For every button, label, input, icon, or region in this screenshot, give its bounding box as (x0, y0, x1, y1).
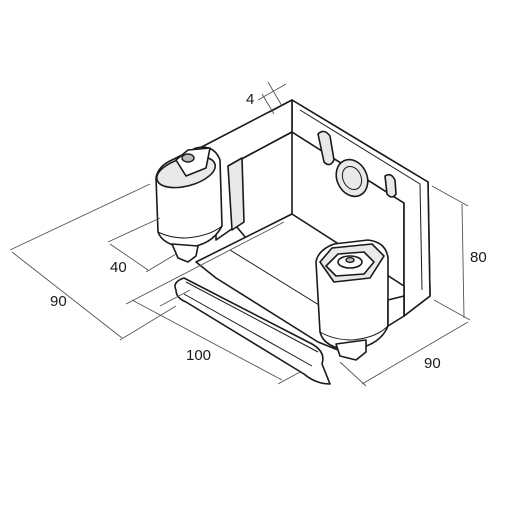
dimension-roller-offset: 40 (107, 217, 177, 276)
dimension-label-height: 80 (470, 249, 487, 266)
dimension-label-roller-offset: 40 (110, 259, 127, 276)
dimension-width-right: 90 (339, 321, 469, 387)
mounting-slot-upper (317, 130, 335, 166)
dimension-label-length: 100 (186, 347, 211, 364)
dimension-label-width-right: 90 (424, 355, 441, 372)
dimension-label-depth-left: 90 (50, 293, 67, 310)
right-roller (315, 239, 405, 361)
front-lip (174, 277, 331, 385)
left-roller (155, 146, 223, 263)
dimension-label-thickness: 4 (246, 91, 254, 108)
mounting-slot-lower (384, 173, 397, 198)
dimension-depth-left: 90 (9, 183, 177, 341)
dimension-height: 80 (431, 185, 487, 321)
dimension-length: 100 (125, 221, 301, 385)
dimension-thickness: 4 (246, 81, 287, 115)
back-wall (291, 99, 431, 317)
